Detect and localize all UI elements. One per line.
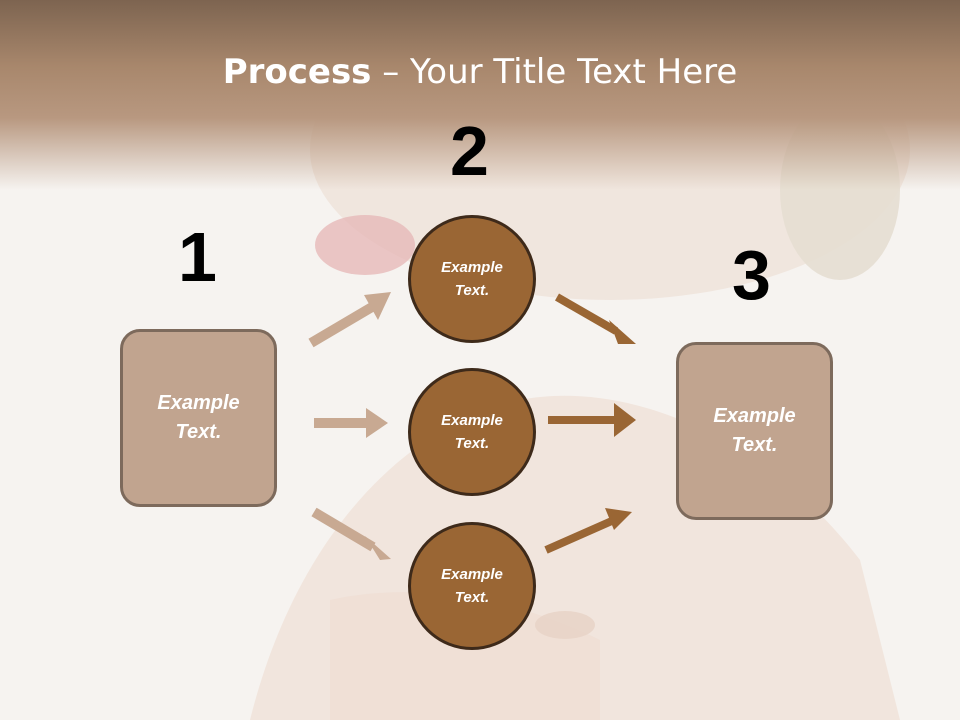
step-1-box: Example Text.: [120, 329, 277, 507]
arrow-left-down: [311, 507, 391, 560]
step-2-circle-bottom: Example Text.: [408, 522, 536, 650]
step-number-2: 2: [450, 112, 489, 190]
title-rest: – Your Title Text Here: [371, 52, 738, 92]
title-bar: [0, 0, 960, 190]
title-bold: Process: [222, 52, 372, 92]
step-2-circle-top: Example Text.: [408, 215, 536, 343]
step-number-1: 1: [178, 218, 217, 296]
step-3-box: Example Text.: [676, 342, 833, 520]
step-2-circle-middle: Example Text.: [408, 368, 536, 496]
arrow-left-middle: [314, 408, 388, 438]
step-number-3: 3: [732, 236, 771, 314]
arrow-left-up: [308, 292, 391, 348]
page-title: Process – Your Title Text Here: [0, 52, 960, 92]
arrow-right-down: [544, 508, 632, 554]
arrow-right-middle: [548, 403, 636, 437]
arrow-right-up: [555, 293, 636, 344]
